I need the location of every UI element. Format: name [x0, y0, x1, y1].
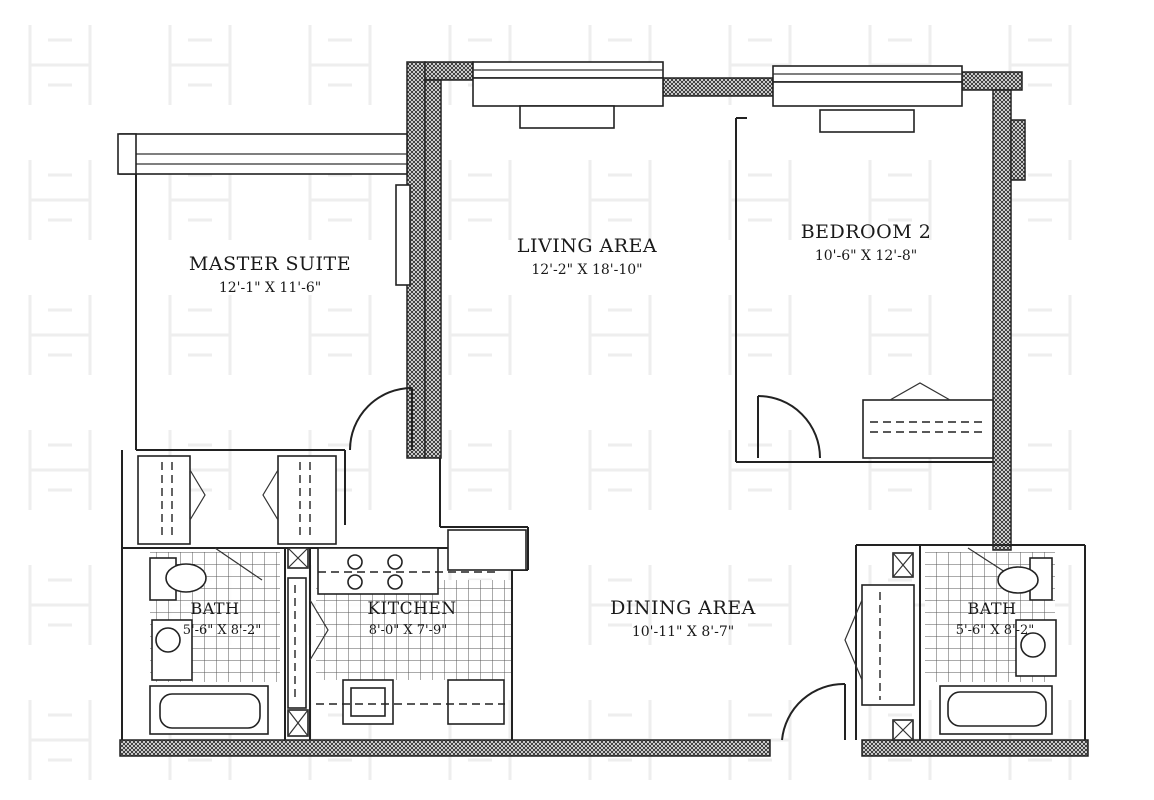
watermark-logo-icon: [728, 160, 792, 240]
watermark-logo-icon: [28, 565, 92, 645]
living-area-dim: 12'-2" X 18'-10": [531, 262, 642, 278]
bedroom-2-label: BEDROOM 2: [801, 221, 932, 243]
doors: [214, 387, 1006, 741]
watermark-logo-icon: [308, 25, 372, 105]
watermark-logo-icon: [728, 295, 792, 375]
watermark-logo-icon: [1008, 295, 1072, 375]
kitchen-label: KITCHEN: [367, 599, 456, 619]
watermark-logo-icon: [448, 160, 512, 240]
shafts: [287, 547, 914, 741]
watermark-logo-icon: [168, 295, 232, 375]
watermark-logo-icon: [588, 430, 652, 510]
room-labels: MASTER SUITE 12'-1" X 11'-6" LIVING AREA…: [183, 221, 1035, 640]
dining-area-dim: 10'-11" X 8'-7": [632, 624, 734, 640]
watermark-logo-icon: [28, 430, 92, 510]
structural-walls: [119, 61, 1089, 757]
living-area-label: LIVING AREA: [517, 235, 657, 257]
watermark-logo-icon: [308, 295, 372, 375]
watermark-logo-icon: [28, 160, 92, 240]
watermark-logo-icon: [868, 25, 932, 105]
kitchen-fixtures: [316, 529, 527, 725]
watermark-logo-icon: [168, 25, 232, 105]
watermark-logo-icon: [868, 430, 932, 510]
kitchen-dim: 8'-0" X 7'-9": [369, 623, 448, 638]
watermark-logo-icon: [588, 565, 652, 645]
bedroom-2-dim: 10'-6" X 12'-8": [815, 248, 917, 264]
master-suite-label: MASTER SUITE: [189, 253, 351, 275]
watermark-logo-icon: [588, 295, 652, 375]
watermark-logo-icon: [28, 700, 92, 780]
watermark-logo-icon: [588, 160, 652, 240]
dining-area-label: DINING AREA: [610, 597, 756, 619]
watermark-logo-icon: [28, 295, 92, 375]
watermark-logo-icon: [1008, 25, 1072, 105]
watermark-logo-icon: [868, 160, 932, 240]
bath-fixtures: [149, 557, 1057, 735]
watermark-logo-icon: [868, 295, 932, 375]
watermark-logo-icon: [28, 25, 92, 105]
room-fixtures: [395, 105, 915, 286]
watermark-logo-icon: [728, 565, 792, 645]
bath-left-dim: 5'-6" X 8'-2": [183, 623, 262, 638]
watermark-logo-icon: [168, 160, 232, 240]
watermark-logo-icon: [728, 25, 792, 105]
closets: [137, 382, 994, 709]
master-suite-dim: 12'-1" X 11'-6": [219, 280, 321, 296]
bath-left-label: BATH: [190, 599, 239, 618]
watermark-logo-icon: [728, 430, 792, 510]
bath-right-label: BATH: [967, 599, 1016, 618]
bath-right-dim: 5'-6" X 8'-2": [956, 623, 1035, 638]
watermark-logo-icon: [1008, 430, 1072, 510]
watermark-logo-icon: [448, 430, 512, 510]
watermark-logo-icon: [308, 160, 372, 240]
watermark-logo-icon: [448, 295, 512, 375]
